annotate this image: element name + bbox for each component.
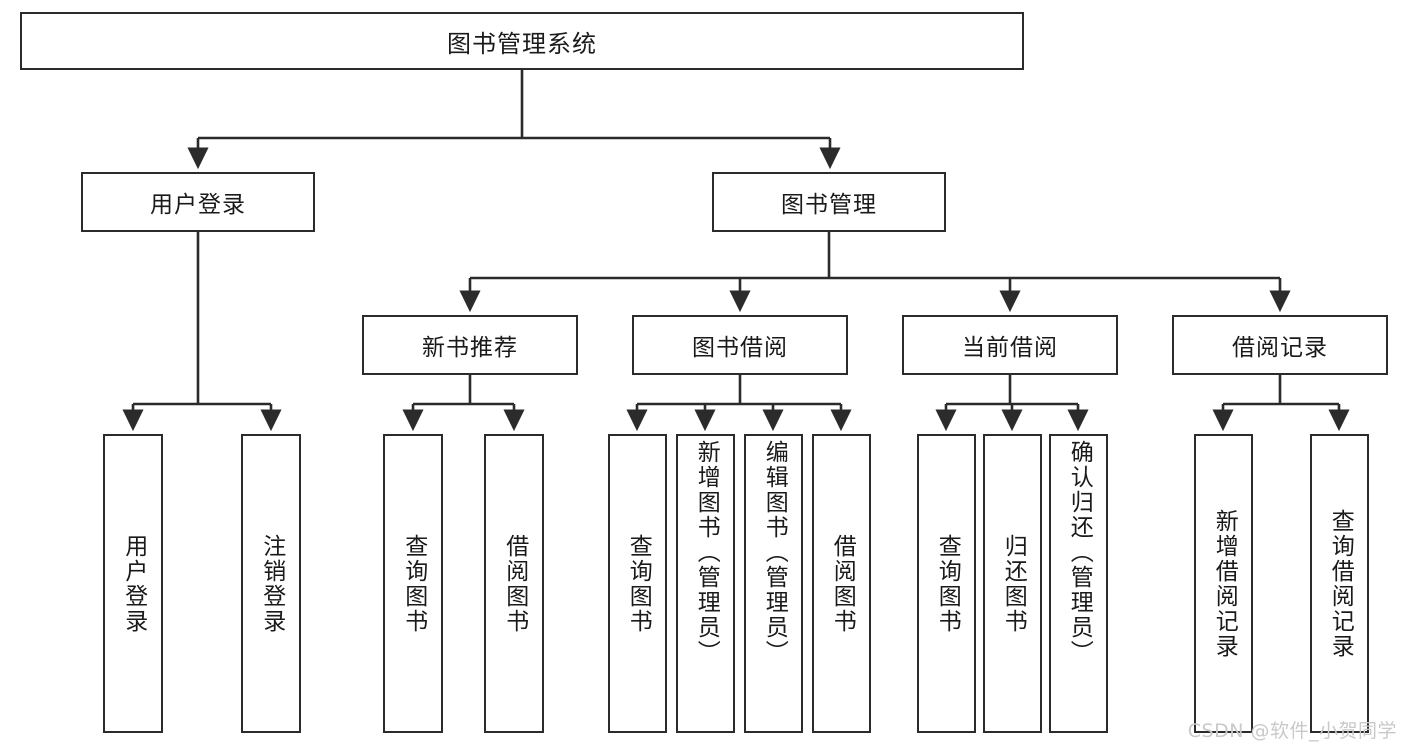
node-leaf-borrow-book-2-label: 借阅图书	[829, 533, 856, 634]
node-leaf-add-record[interactable]: 新增借阅记录	[1194, 434, 1253, 733]
node-borrow-record[interactable]: 借阅记录	[1172, 315, 1388, 375]
node-leaf-user-login[interactable]: 用户登录	[103, 434, 163, 733]
node-leaf-query-record-label: 查询借阅记录	[1327, 508, 1354, 659]
node-leaf-user-login-label: 用户登录	[120, 533, 147, 634]
node-current-borrow[interactable]: 当前借阅	[902, 315, 1118, 375]
node-root[interactable]: 图书管理系统	[20, 12, 1024, 70]
node-leaf-add-book[interactable]: 新增图书（管理员）	[676, 434, 735, 733]
node-leaf-query-book-3-label: 查询图书	[934, 533, 961, 634]
node-current-borrow-label: 当前借阅	[962, 335, 1058, 361]
node-leaf-query-book-3[interactable]: 查询图书	[917, 434, 976, 733]
node-leaf-confirm-return-label: 确认归还（管理员）	[1066, 440, 1093, 665]
node-leaf-query-book-1-label: 查询图书	[400, 533, 427, 634]
node-book-manage-label: 图书管理	[781, 192, 877, 218]
node-leaf-return-book[interactable]: 归还图书	[983, 434, 1042, 733]
node-leaf-borrow-book-1-label: 借阅图书	[501, 533, 528, 634]
node-leaf-query-book-2[interactable]: 查询图书	[608, 434, 667, 733]
node-user-login-label: 用户登录	[150, 192, 246, 218]
node-leaf-query-book-2-label: 查询图书	[625, 533, 652, 634]
node-leaf-borrow-book-1[interactable]: 借阅图书	[484, 434, 544, 733]
node-root-label: 图书管理系统	[447, 29, 597, 58]
node-new-book-rec[interactable]: 新书推荐	[362, 315, 578, 375]
node-leaf-query-record[interactable]: 查询借阅记录	[1310, 434, 1369, 733]
node-new-book-rec-label: 新书推荐	[422, 335, 518, 361]
node-leaf-confirm-return[interactable]: 确认归还（管理员）	[1049, 434, 1108, 733]
node-book-borrow-label: 图书借阅	[692, 335, 788, 361]
node-leaf-add-record-label: 新增借阅记录	[1211, 508, 1238, 659]
node-leaf-borrow-book-2[interactable]: 借阅图书	[812, 434, 871, 733]
node-leaf-edit-book[interactable]: 编辑图书（管理员）	[744, 434, 803, 733]
node-leaf-return-book-label: 归还图书	[1000, 533, 1027, 634]
node-book-borrow[interactable]: 图书借阅	[632, 315, 848, 375]
node-leaf-query-book-1[interactable]: 查询图书	[383, 434, 443, 733]
node-borrow-record-label: 借阅记录	[1232, 335, 1328, 361]
watermark: CSDN @软件_小贺同学	[1187, 720, 1397, 742]
node-leaf-add-book-label: 新增图书（管理员）	[693, 440, 720, 665]
node-leaf-user-logout-label: 注销登录	[258, 533, 285, 634]
node-leaf-edit-book-label: 编辑图书（管理员）	[761, 440, 788, 665]
node-user-login[interactable]: 用户登录	[81, 172, 315, 232]
node-book-manage[interactable]: 图书管理	[712, 172, 946, 232]
node-leaf-user-logout[interactable]: 注销登录	[241, 434, 301, 733]
